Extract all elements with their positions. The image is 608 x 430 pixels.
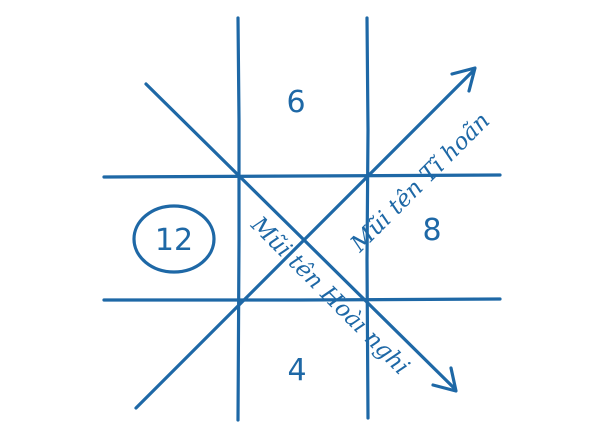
- grid-lines: [102, 16, 502, 422]
- circled-cell-left: 12: [132, 204, 216, 274]
- descending-arrow-label: Mũi tên Hoài nghi: [245, 211, 414, 380]
- grid-horizontal-bottom: [102, 297, 502, 302]
- grid-horizontal-top: [102, 173, 502, 179]
- grid-vertical-right: [365, 16, 370, 420]
- cell-number-right: 8: [422, 213, 441, 248]
- cell-number-bottom: 4: [287, 353, 306, 388]
- cell-number-left: 12: [155, 223, 193, 258]
- grid-vertical-left: [236, 16, 241, 422]
- descending-arrow: [144, 82, 458, 393]
- descending-arrow-shaft: [144, 82, 457, 391]
- cell-number-top: 6: [286, 85, 305, 120]
- circle-mark: [132, 204, 216, 274]
- descending-arrowhead: [431, 366, 458, 393]
- ascending-arrowhead: [450, 66, 477, 93]
